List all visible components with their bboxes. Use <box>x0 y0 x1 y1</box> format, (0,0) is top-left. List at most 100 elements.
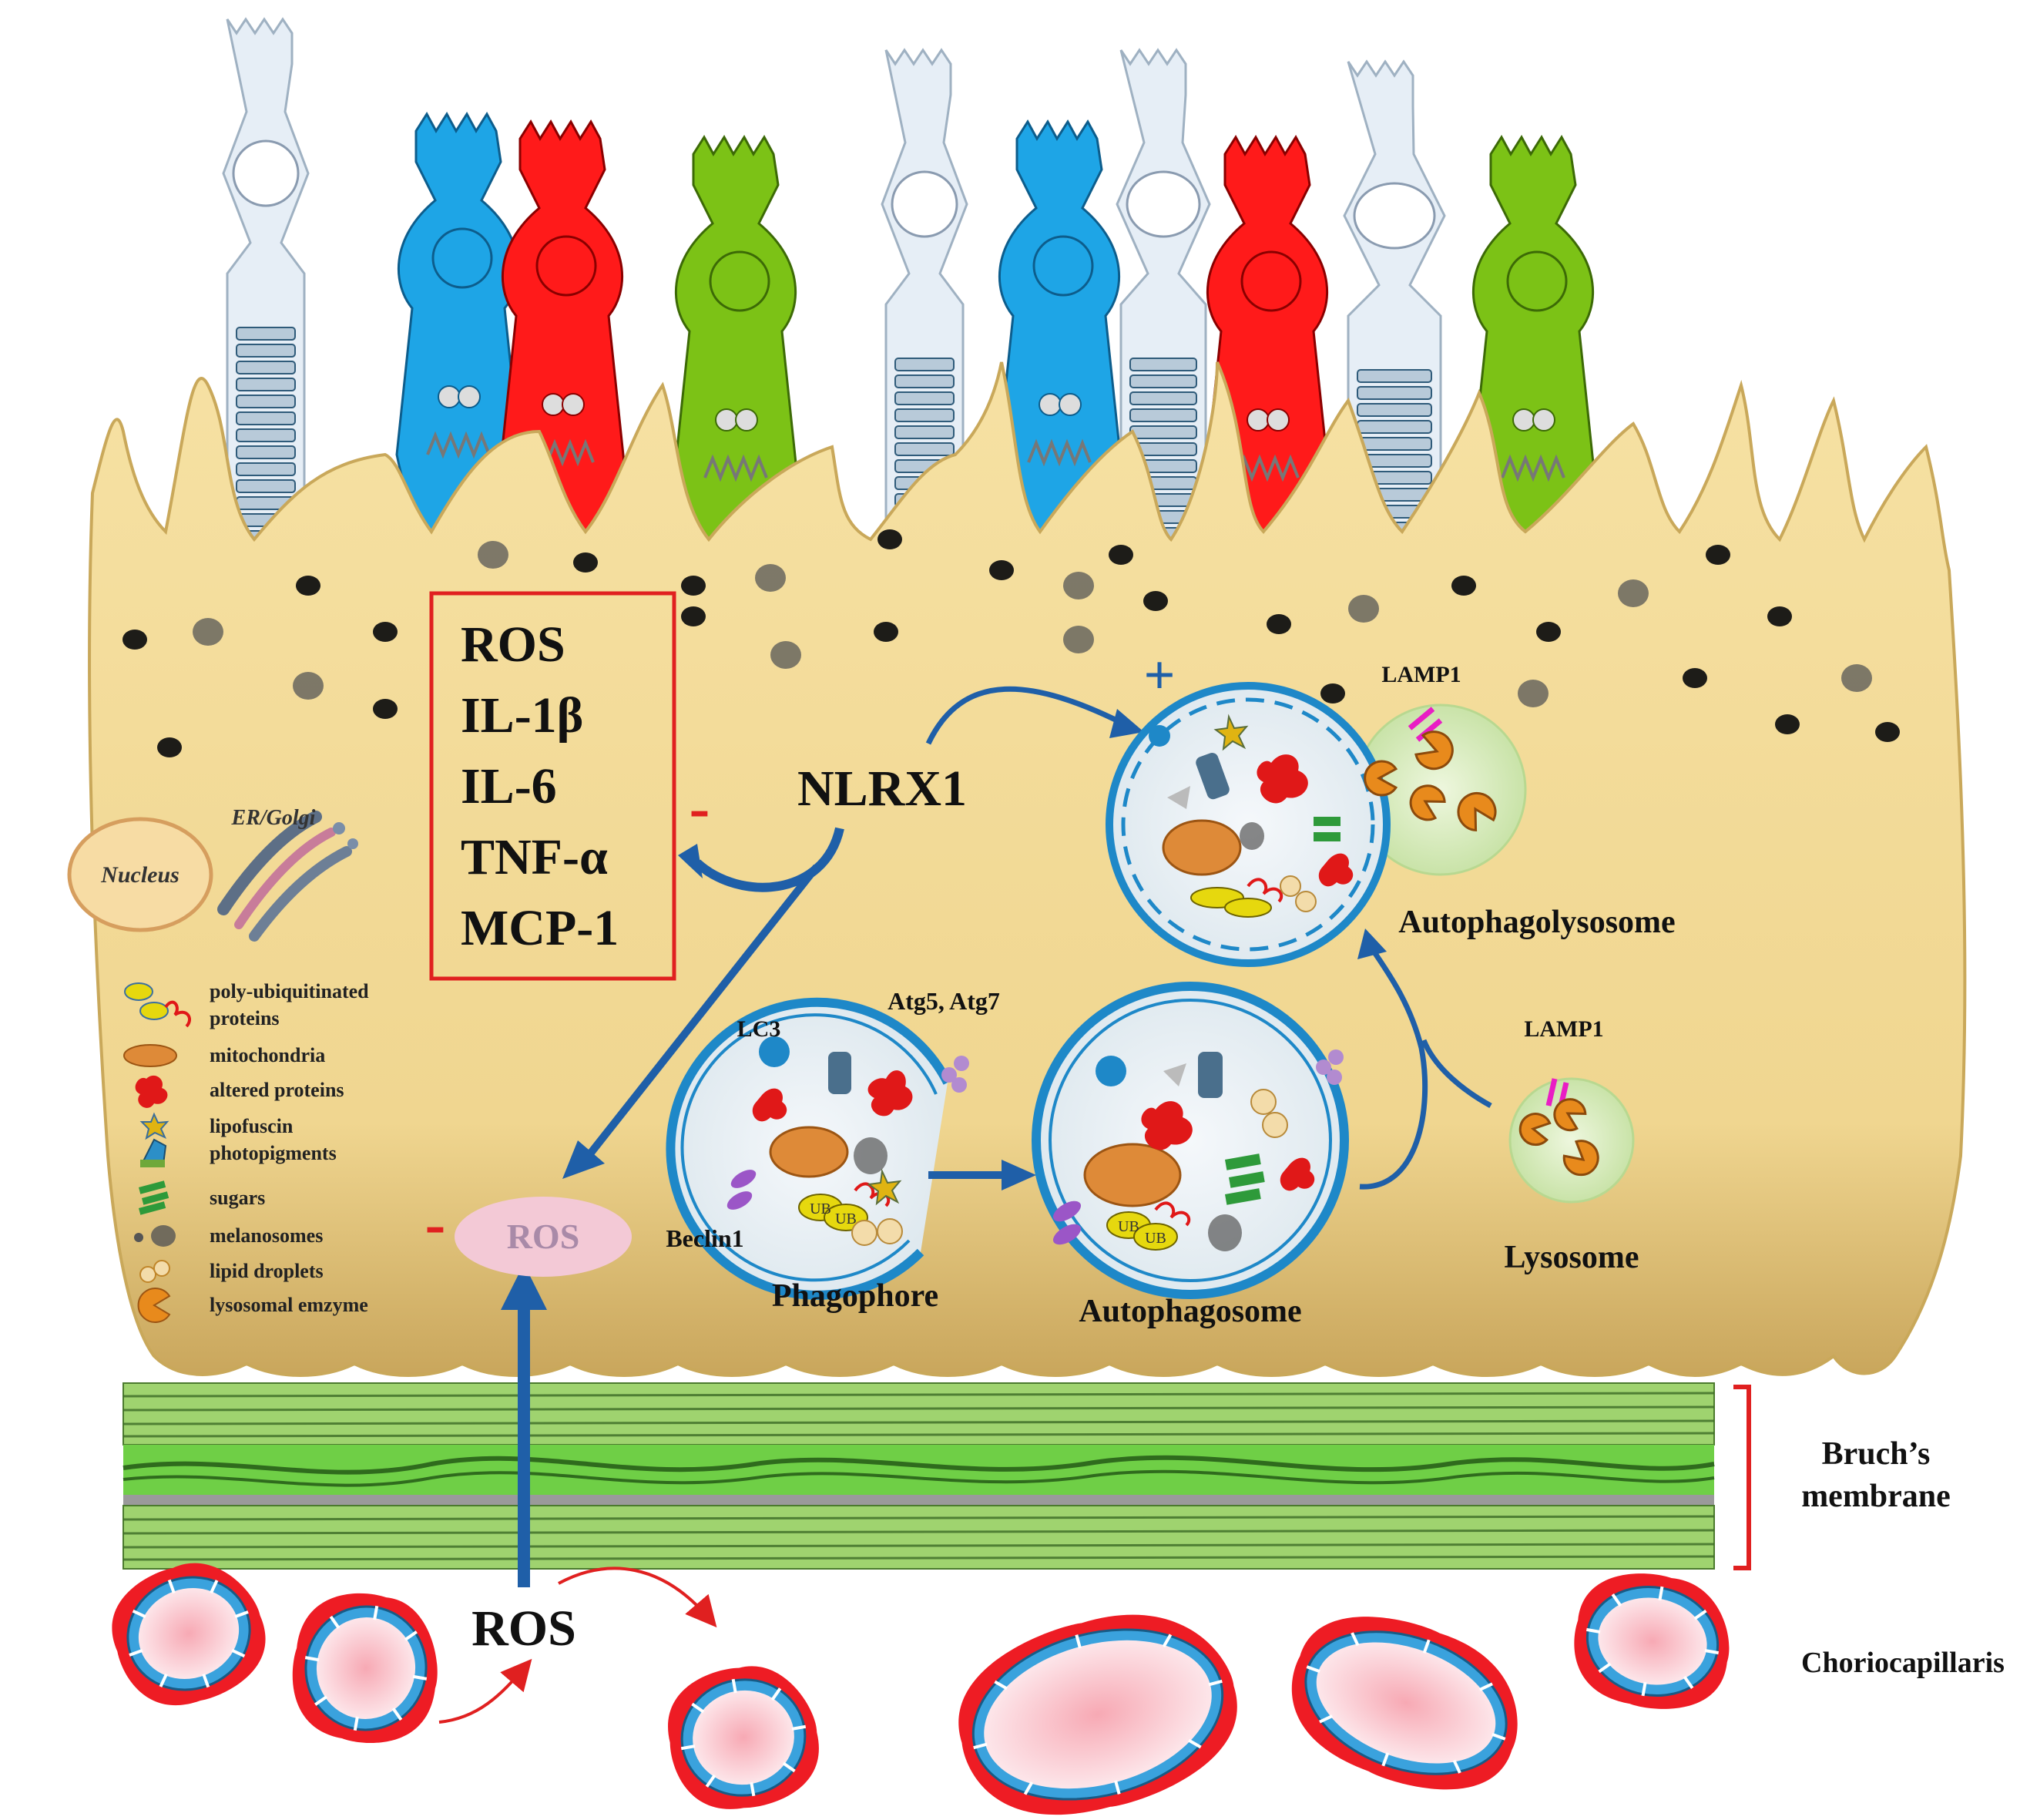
bruchs-membrane <box>122 1382 1751 1570</box>
melanosome-dot <box>157 737 182 757</box>
melanosome-dot <box>874 622 898 642</box>
melanosome-dot <box>1320 683 1345 703</box>
disc-stack <box>236 378 296 391</box>
melanosome-dot <box>122 630 147 650</box>
nlrx1-to-cytokine-arrow <box>693 827 844 892</box>
melanosome-dot <box>1109 545 1133 565</box>
lamp1-lysosome-label: LAMP1 <box>1524 1016 1603 1042</box>
ubiquitin-icon <box>124 982 191 1028</box>
rod-nucleus <box>232 139 300 207</box>
capillary-vessel <box>292 1593 438 1744</box>
ros-inhibit-sign: - <box>425 1190 446 1258</box>
melanosome-dot <box>1767 606 1792 626</box>
er-golgi-label: ER/Golgi <box>231 806 316 830</box>
melanosome-dot <box>296 576 320 596</box>
lc3-label: LC3 <box>737 1016 781 1042</box>
cytokine-item: IL-1β <box>461 687 583 744</box>
melanosome-dot <box>1875 722 1900 742</box>
sugar-icon <box>1225 1153 1261 1170</box>
lipid-droplet-icon <box>139 1260 170 1283</box>
melanosome-dot <box>373 622 398 642</box>
er-golgi-icon <box>217 811 358 942</box>
capillary-vessel <box>112 1563 266 1705</box>
disc-stack <box>1357 437 1432 451</box>
disc-stack <box>236 428 296 442</box>
altered-protein-icon <box>867 1070 913 1117</box>
autophagosome-to-autophagolysosome-arrow <box>1359 946 1428 1190</box>
lysosome-to-autophagolysosome-arrow <box>1421 1039 1492 1109</box>
legend-label: lipid droplets <box>210 1260 324 1282</box>
melanosome-dot <box>373 699 398 719</box>
disc-stack <box>236 445 296 459</box>
lysosomal-enzyme-icon <box>1562 1140 1599 1177</box>
melanosome-dot <box>1706 545 1730 565</box>
disc-stack <box>1357 369 1432 383</box>
melanosome-dot <box>989 560 1014 580</box>
mitochondria-icon <box>769 1126 849 1178</box>
autophagosome: UB UB <box>1032 982 1349 1299</box>
cone-nucleus <box>1240 250 1302 312</box>
melanosome-dot <box>755 564 786 592</box>
autophagosome-label: Autophagosome <box>1079 1294 1301 1329</box>
photopigment-icon <box>140 1138 167 1167</box>
photopigment-icon <box>828 1052 851 1094</box>
choriocapillaris-vessels <box>112 1563 1730 1815</box>
legend-label: lipofuscin <box>210 1115 294 1137</box>
cone-outer-segment <box>1027 438 1092 467</box>
autophagolysosome-label: Autophagolysosome <box>1398 905 1675 940</box>
altered-protein-icon <box>135 1075 168 1108</box>
disc-stack <box>1129 391 1197 405</box>
lysosomal-enzyme-icon <box>137 1288 171 1323</box>
cone-nucleus <box>535 235 597 297</box>
lysosomal-enzyme-icon <box>1553 1098 1587 1132</box>
ros-outer-label: ROS <box>471 1600 576 1657</box>
disc-stack <box>236 462 296 476</box>
lysosomal-enzyme-icon <box>1364 760 1398 797</box>
melanosome-dot <box>1348 595 1379 623</box>
disc-stack <box>894 442 955 456</box>
phagophore-label: Phagophore <box>772 1278 938 1314</box>
cone-nucleus <box>1506 250 1568 312</box>
svg-text:UB: UB <box>810 1200 831 1217</box>
melanosome-dot <box>681 606 706 626</box>
autophagolysosome <box>1106 682 1527 967</box>
cone-outer-segment <box>1235 454 1300 482</box>
disc-stack <box>894 408 955 422</box>
rod-nucleus <box>891 170 958 238</box>
disc-stack <box>236 344 296 358</box>
disc-stack <box>1129 374 1197 388</box>
legend-label: photopigments <box>210 1142 337 1164</box>
beclin-label: Beclin1 <box>666 1224 743 1252</box>
capillary-vessel <box>1291 1617 1518 1790</box>
capillary-vessel <box>958 1614 1237 1815</box>
cone-nucleus <box>1032 235 1094 297</box>
lysosomal-enzyme-icon <box>1414 730 1454 771</box>
legend-label: proteins <box>210 1007 280 1029</box>
lc3-marker <box>759 1036 790 1067</box>
beclin-marker <box>730 1170 757 1188</box>
sugar-icon <box>139 1180 169 1215</box>
ros-release-arrow-right <box>558 1566 717 1628</box>
legend-label: lysosomal emzyme <box>210 1294 368 1316</box>
melanosome-icon <box>134 1225 176 1247</box>
disc-stack <box>236 361 296 374</box>
cytokine-box <box>429 591 676 981</box>
melanosome-dot <box>1518 680 1549 707</box>
to-autophagolysosome-arrowhead <box>1357 928 1387 959</box>
melanosome-dot <box>1451 576 1476 596</box>
bruchs-bracket <box>1733 1385 1751 1570</box>
disc-stack <box>1129 425 1197 439</box>
lysosome-label: Lysosome <box>1504 1240 1639 1275</box>
melanosome-dot <box>1683 668 1707 688</box>
melanosome-dot <box>1143 591 1168 611</box>
disc-stack <box>236 395 296 408</box>
melanosome-dot <box>1841 664 1872 692</box>
choriocapillaris-label: Choriocapillaris <box>1801 1647 2005 1679</box>
disc-stack <box>236 327 296 341</box>
melanosome-dot <box>478 541 508 569</box>
nlrx1-to-autophagolysosome-arrow <box>925 686 1126 745</box>
atg-label: Atg5, Atg7 <box>888 987 1000 1015</box>
atg-marker <box>941 1067 957 1083</box>
